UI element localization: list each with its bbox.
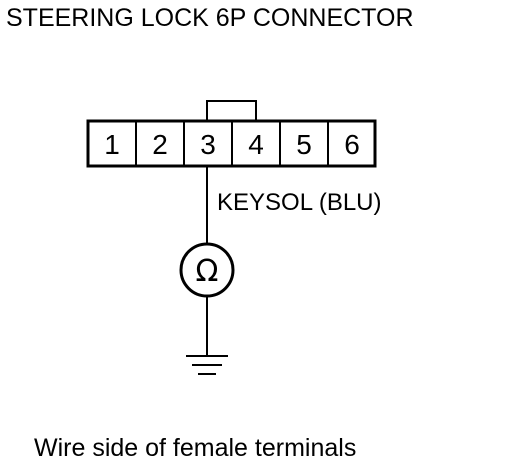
diagram-caption: Wire side of female terminals — [34, 434, 356, 462]
pin-6-label: 6 — [344, 129, 360, 160]
ground-icon — [186, 355, 228, 375]
pin-dividers — [135, 121, 329, 166]
diagram-title: STEERING LOCK 6P CONNECTOR — [6, 4, 414, 32]
pin-2-label: 2 — [152, 129, 168, 160]
pin-3-label: 3 — [200, 129, 216, 160]
pin-labels: 1 2 3 4 5 6 — [104, 129, 360, 160]
ohm-symbol: Ω — [196, 254, 219, 289]
pin-5-label: 5 — [296, 129, 312, 160]
jumper-wire — [206, 100, 257, 121]
pin-1-label: 1 — [104, 129, 120, 160]
wire-label: KEYSOL (BLU) — [217, 189, 382, 216]
ohmmeter-icon: Ω — [179, 242, 235, 298]
pin-4-label: 4 — [248, 129, 264, 160]
